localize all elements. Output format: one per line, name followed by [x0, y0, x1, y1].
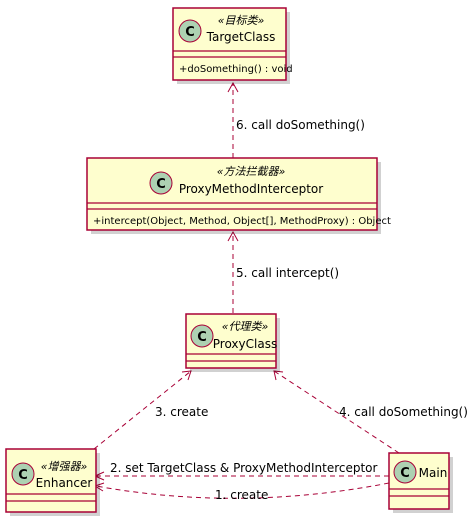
edge-label-create: 1. create	[215, 488, 268, 502]
edge-create-proxy: 3. create	[93, 370, 208, 450]
svg-text:C: C	[156, 177, 166, 192]
class-enhancer: C «增强器» Enhancer	[5, 448, 100, 516]
edge-label-set: 2. set TargetClass & ProxyMethodIntercep…	[110, 461, 378, 475]
class-main-icon	[393, 460, 417, 484]
class-proxy-icon	[190, 324, 214, 348]
class-target: C «目标类» TargetClass +doSomething() : voi…	[172, 7, 293, 84]
class-enhancer-icon	[11, 462, 35, 486]
edge-set: 2. set TargetClass & ProxyMethodIntercep…	[93, 461, 389, 481]
class-main: C Main	[388, 452, 453, 513]
edge-create: 1. create	[93, 482, 390, 502]
class-target-stereotype: «目标类»	[218, 14, 265, 27]
class-main-name: Main	[419, 466, 448, 480]
edge-label-create-proxy: 3. create	[155, 405, 208, 419]
class-enhancer-stereotype: «增强器»	[41, 460, 88, 473]
edge-call-do: 4. call doSomething()	[273, 370, 467, 454]
class-interceptor-icon	[149, 171, 173, 195]
class-proxy-stereotype: «代理类»	[222, 320, 269, 333]
class-interceptor: C «方法拦截器» ProxyMethodInterceptor +interc…	[86, 157, 391, 234]
class-target-method: +doSomething() : void	[179, 64, 293, 75]
class-proxy: C «代理类» ProxyClass	[185, 313, 280, 372]
svg-text:C: C	[18, 468, 28, 483]
class-target-icon	[178, 19, 202, 43]
edge-call-intercept: 5. call intercept()	[227, 230, 339, 313]
class-proxy-name: ProxyClass	[213, 337, 277, 351]
class-interceptor-method: +intercept(Object, Method, Object[], Met…	[93, 216, 391, 227]
svg-text:C: C	[197, 330, 207, 345]
class-enhancer-name: Enhancer	[36, 476, 93, 490]
class-interceptor-stereotype: «方法拦截器»	[217, 165, 286, 178]
class-interceptor-name: ProxyMethodInterceptor	[179, 182, 323, 196]
edge-label-call-intercept: 5. call intercept()	[236, 266, 339, 280]
edge-label-call-target: 6. call doSomething()	[236, 118, 365, 132]
class-target-name: TargetClass	[206, 30, 276, 44]
edge-call-target: 6. call doSomething()	[227, 81, 365, 158]
edge-label-call-do: 4. call doSomething()	[339, 405, 467, 419]
svg-text:C: C	[400, 466, 410, 481]
svg-text:C: C	[185, 25, 195, 40]
